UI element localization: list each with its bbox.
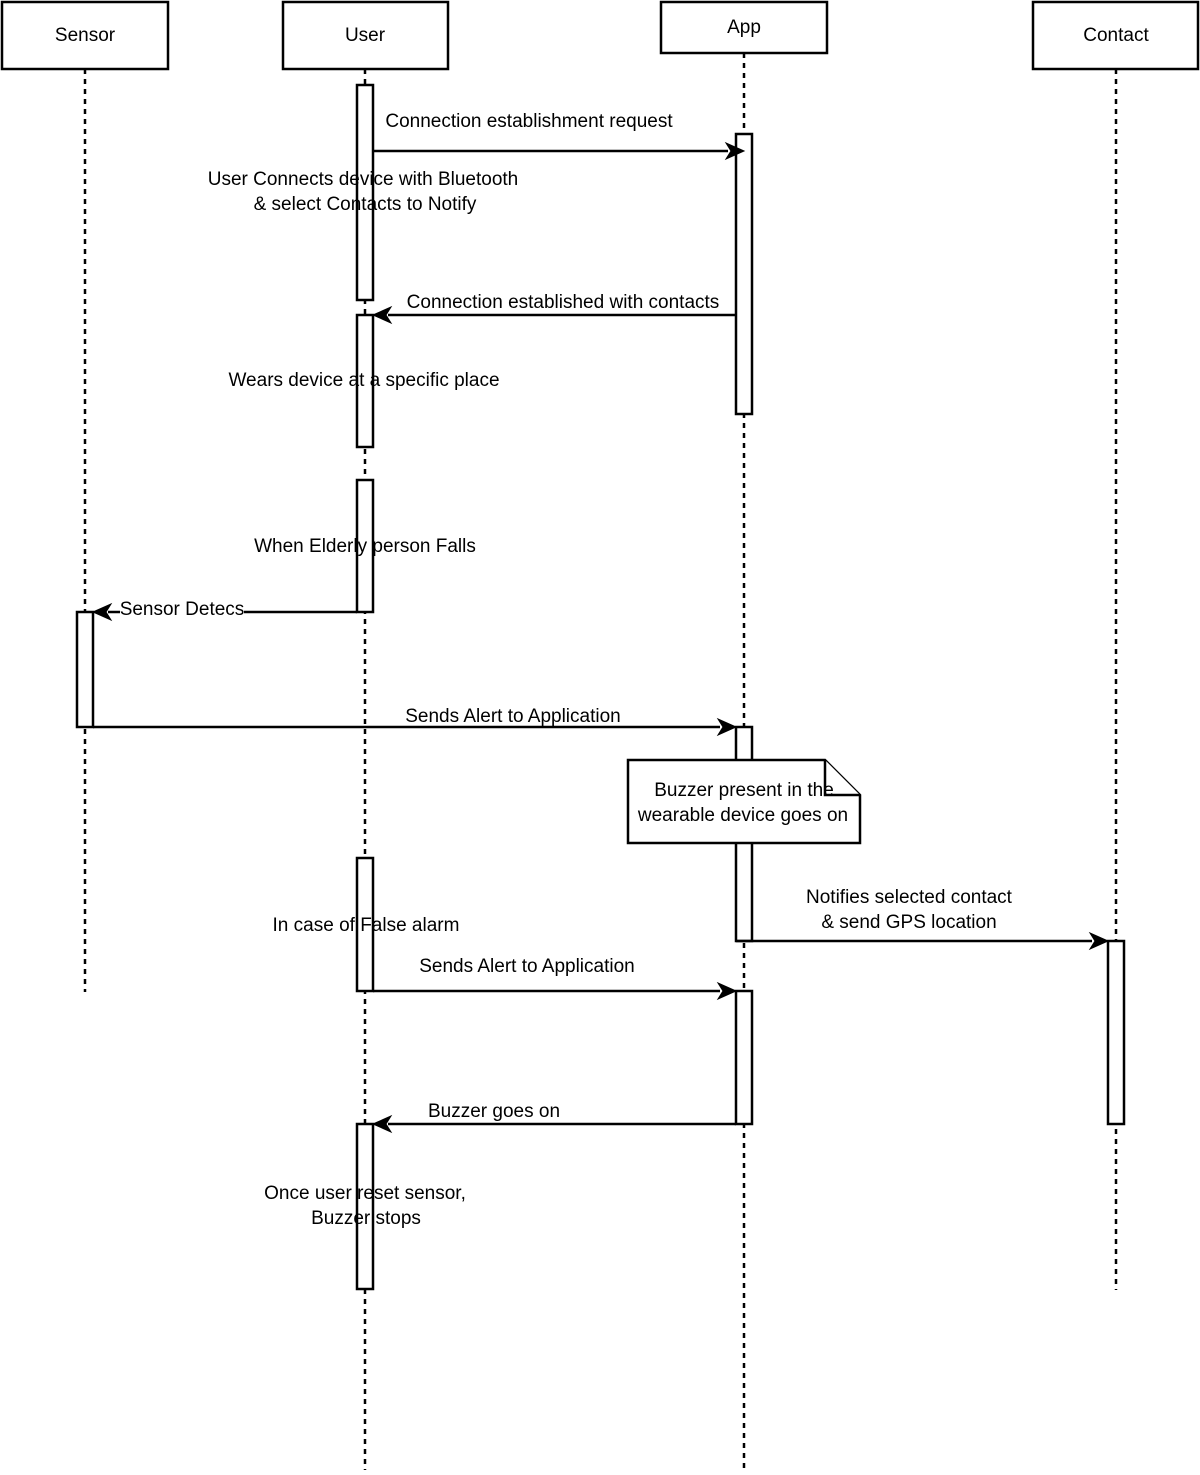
- arrowhead-left-icon: [371, 305, 393, 325]
- arrowhead-right-icon: [1088, 931, 1110, 951]
- participant-contact: Contact: [1031, 0, 1200, 71]
- message-label-line-2: & send GPS location: [821, 912, 996, 933]
- participant-contact-label: Contact: [1083, 25, 1149, 46]
- message-label-bg: [120, 598, 244, 620]
- participant-app-label: App: [727, 17, 761, 38]
- participant-sensor-label: Sensor: [55, 25, 116, 46]
- activation-contact-1: [1106, 939, 1126, 1126]
- activation-label-connect-1: User Connects device with Bluetooth: [208, 169, 519, 190]
- message-label: Connection establishment request: [385, 111, 673, 132]
- participant-user-label: User: [345, 25, 386, 46]
- message-label: Sensor Detecs: [120, 599, 245, 620]
- message-notify-contact: Notifies selected contact & send GPS loc…: [736, 887, 1110, 951]
- note-line-2: wearable device goes on: [637, 805, 848, 826]
- participant-user: User: [281, 0, 450, 71]
- activation-app-1: [734, 132, 754, 416]
- arrowhead-left-icon: [91, 602, 113, 622]
- message-buzzer-on: Buzzer goes on: [371, 1101, 736, 1134]
- message-sends-alert-2: Sends Alert to Application: [373, 956, 738, 1001]
- message-connection-established: Connection established with contacts: [371, 292, 736, 325]
- activation-label-false-alarm: In case of False alarm: [273, 915, 460, 936]
- arrowhead-right-icon: [716, 981, 738, 1001]
- message-label: Connection established with contacts: [407, 292, 720, 313]
- participant-sensor: Sensor: [0, 0, 170, 71]
- message-sensor-detects: Sensor Detecs: [91, 598, 357, 622]
- activation-user-5: [355, 1122, 375, 1291]
- activation-label-reset-2: Buzzer stops: [311, 1208, 421, 1229]
- activation-user-2: [355, 313, 375, 449]
- message-sends-alert-1: Sends Alert to Application: [93, 706, 738, 737]
- activation-app-3: [734, 989, 754, 1126]
- activation-user-4: [355, 856, 375, 993]
- activation-sensor-1: [75, 610, 95, 729]
- activation-label-wears: Wears device at a specific place: [228, 370, 499, 391]
- activation-user-1: [355, 83, 375, 302]
- activation-label-falls: When Elderly person Falls: [254, 536, 476, 557]
- message-label: Sends Alert to Application: [405, 706, 620, 727]
- note-line-1: Buzzer present in the: [654, 780, 834, 801]
- arrowhead-right-icon: [716, 717, 738, 737]
- message-label: Buzzer goes on: [428, 1101, 560, 1122]
- participant-app: App: [659, 0, 829, 55]
- note-buzzer: Buzzer present in the wearable device go…: [626, 758, 862, 845]
- arrowhead-right-icon: [724, 141, 746, 161]
- activation-label-connect-2: & select Contacts to Notify: [254, 194, 477, 215]
- message-label-line-1: Notifies selected contact: [806, 887, 1013, 908]
- message-connection-request: Connection establishment request: [373, 111, 746, 161]
- arrowhead-left-icon: [371, 1114, 393, 1134]
- activation-label-reset-1: Once user reset sensor,: [264, 1183, 466, 1204]
- activation-user-3: [355, 478, 375, 614]
- message-label: Sends Alert to Application: [419, 956, 634, 977]
